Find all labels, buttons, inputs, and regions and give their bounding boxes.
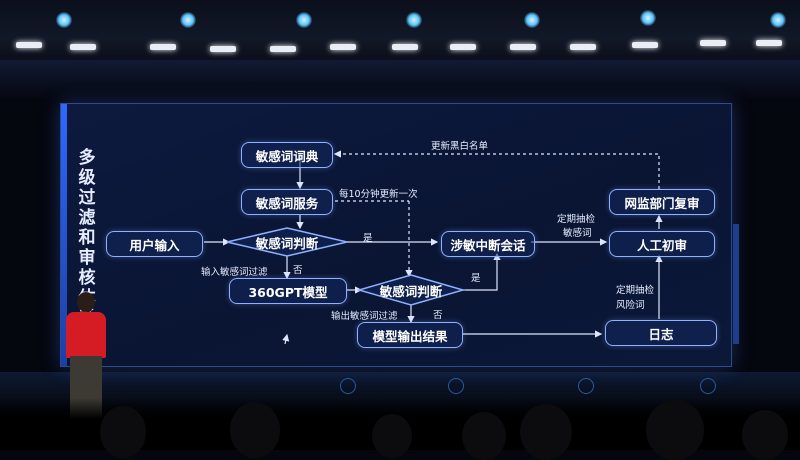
- label-sensitive-words: 敏感词: [563, 228, 592, 239]
- label-output-filter: 输出敏感词过滤: [331, 311, 398, 322]
- stage-light: [180, 12, 196, 28]
- node-model-output: 模型输出结果: [357, 322, 463, 348]
- stage-light: [406, 12, 422, 28]
- audience-head: [462, 412, 506, 460]
- node-sensitive-dict: 敏感词词典: [241, 142, 333, 168]
- audience: [0, 398, 800, 460]
- screen-right-accent: [733, 224, 739, 344]
- node-sensitive-service: 敏感词服务: [241, 189, 333, 215]
- floor-fingerprint-icon: [700, 378, 716, 394]
- audience-head: [100, 406, 146, 458]
- decision-diamond-1: [226, 227, 348, 257]
- arrow-output-to-judge2: [282, 333, 290, 345]
- floor-fingerprint-icon: [448, 378, 464, 394]
- stage-light: [524, 12, 540, 28]
- stage-light: [570, 44, 596, 50]
- stage-light: [756, 40, 782, 46]
- presentation-screen: 多级过滤和审核体系 敏感词词典 敏感词服务 用户输入 敏感词判断 360GPT模…: [60, 103, 739, 367]
- label-update-10min: 每10分钟更新一次: [339, 189, 418, 200]
- flow-connectors: [204, 150, 663, 345]
- label-yes-1: 是: [363, 233, 373, 244]
- node-log: 日志: [605, 320, 717, 346]
- label-update-blacklist: 更新黑白名单: [431, 141, 489, 152]
- node-manual-review: 人工初审: [609, 231, 715, 257]
- stage-light: [450, 44, 476, 50]
- ceiling: [0, 0, 800, 64]
- node-net-review: 网监部门复审: [609, 189, 715, 215]
- label-periodic-check-2: 定期抽检: [616, 285, 655, 296]
- label-periodic-check-1: 定期抽检: [557, 214, 596, 225]
- stage-light: [510, 44, 536, 50]
- stage-light: [770, 12, 786, 28]
- stage-light: [210, 46, 236, 52]
- stage-light: [700, 40, 726, 46]
- label-yes-2: 是: [471, 273, 481, 284]
- stage-light: [270, 46, 296, 52]
- arrow-judge2-to-interrupt: [461, 252, 501, 291]
- decision-diamond-2: [356, 274, 466, 306]
- floor-fingerprint-icon: [578, 378, 594, 394]
- speaker-shirt: [66, 312, 106, 358]
- stage-light: [632, 42, 658, 48]
- audience-head: [372, 414, 412, 458]
- arrow-net-to-dict: [333, 150, 660, 189]
- screen-accent-bar: [61, 104, 67, 366]
- stage-light: [392, 44, 418, 50]
- audience-head: [520, 404, 572, 460]
- node-user-input: 用户输入: [106, 231, 203, 257]
- stage-light: [70, 44, 96, 50]
- stage-light: [150, 44, 176, 50]
- stage-light: [16, 42, 42, 48]
- stage-glow: [0, 60, 800, 100]
- decision-label-1: 敏感词判断: [255, 235, 319, 251]
- label-risk-words: 风险词: [616, 300, 645, 311]
- stage-light: [330, 44, 356, 50]
- stage-light: [296, 12, 312, 28]
- stage-light: [640, 10, 656, 26]
- audience-head: [230, 402, 280, 458]
- audience-head: [742, 410, 788, 460]
- node-model: 360GPT模型: [229, 278, 347, 304]
- label-input-filter: 输入敏感词过滤: [201, 267, 268, 278]
- speaker-head: [77, 292, 95, 312]
- audience-head: [646, 400, 704, 460]
- decision-label-2: 敏感词判断: [379, 283, 443, 299]
- label-no-2: 否: [433, 310, 443, 321]
- label-no-1: 否: [293, 265, 303, 276]
- floor-fingerprint-icon: [340, 378, 356, 394]
- node-interrupt-session: 涉敏中断会话: [441, 231, 535, 257]
- stage-light: [56, 12, 72, 28]
